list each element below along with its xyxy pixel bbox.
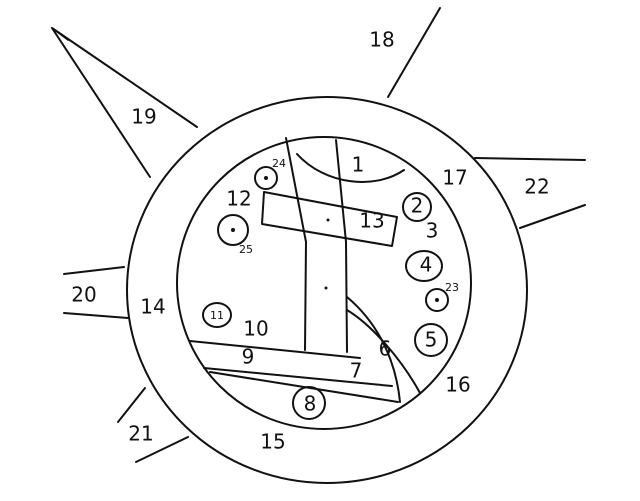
label-13: 13: [359, 209, 384, 233]
label-25: 25: [239, 243, 253, 256]
label-8: 8: [304, 392, 317, 416]
label-3: 3: [426, 219, 439, 243]
label-1: 1: [352, 153, 365, 177]
label-2: 2: [411, 194, 424, 218]
spike-19-hatch: [51, 27, 69, 41]
feature-24-dot: [264, 176, 268, 180]
label-14: 14: [140, 295, 165, 319]
label-20: 20: [71, 283, 96, 307]
feature-4-circle: [405, 250, 443, 282]
label-12: 12: [226, 187, 251, 211]
label-4: 4: [420, 253, 433, 277]
label-21: 21: [128, 422, 153, 446]
circle-features: [202, 166, 449, 420]
label-23: 23: [445, 281, 459, 294]
label-16: 16: [445, 373, 470, 397]
label-22: 22: [524, 175, 549, 199]
feature-23-circle: [425, 288, 449, 312]
label-18: 18: [369, 28, 394, 52]
region-13-box: [261, 191, 398, 247]
label-24: 24: [272, 157, 286, 170]
spike-21: [117, 387, 189, 463]
band-9-top: [189, 340, 361, 359]
feature-23-dot: [435, 298, 439, 302]
outer-ring-edge: [126, 96, 528, 484]
spike-20: [63, 266, 129, 319]
label-5: 5: [425, 328, 438, 352]
feature-24-circle: [254, 166, 278, 190]
feature-25-dot: [231, 228, 235, 232]
divider-left: [285, 137, 307, 243]
feature-8-circle: [292, 386, 326, 420]
inner-ring-edge: [176, 136, 472, 430]
feature-11-circle: [202, 302, 232, 328]
spike-22: [474, 157, 586, 229]
label-19: 19: [131, 105, 156, 129]
label-7: 7: [350, 359, 363, 383]
divider-right: [335, 139, 347, 243]
label-17: 17: [442, 166, 467, 190]
label-10: 10: [243, 317, 268, 341]
label-11: 11: [210, 309, 224, 322]
t-shaft: [304, 241, 348, 353]
marker-dot-shaft: [324, 286, 328, 290]
label-15: 15: [260, 430, 285, 454]
interior: [189, 137, 421, 403]
marker-dot-13: [326, 218, 330, 222]
spike-19: [51, 27, 198, 178]
feature-2-circle: [402, 192, 432, 222]
label-9: 9: [242, 345, 255, 369]
spike-18: [387, 7, 441, 98]
feature-25-circle: [217, 214, 249, 246]
labels: 1 2 3 4 5 6 7 8 9 10 11 12 13 14 15 16 1…: [71, 28, 549, 454]
band-9-bottom: [203, 367, 393, 387]
band-6-outer: [346, 309, 421, 394]
region-1-outline: [296, 153, 405, 183]
feature-5-circle: [414, 323, 448, 357]
spikes: [51, 7, 586, 463]
label-6: 6: [379, 337, 392, 361]
